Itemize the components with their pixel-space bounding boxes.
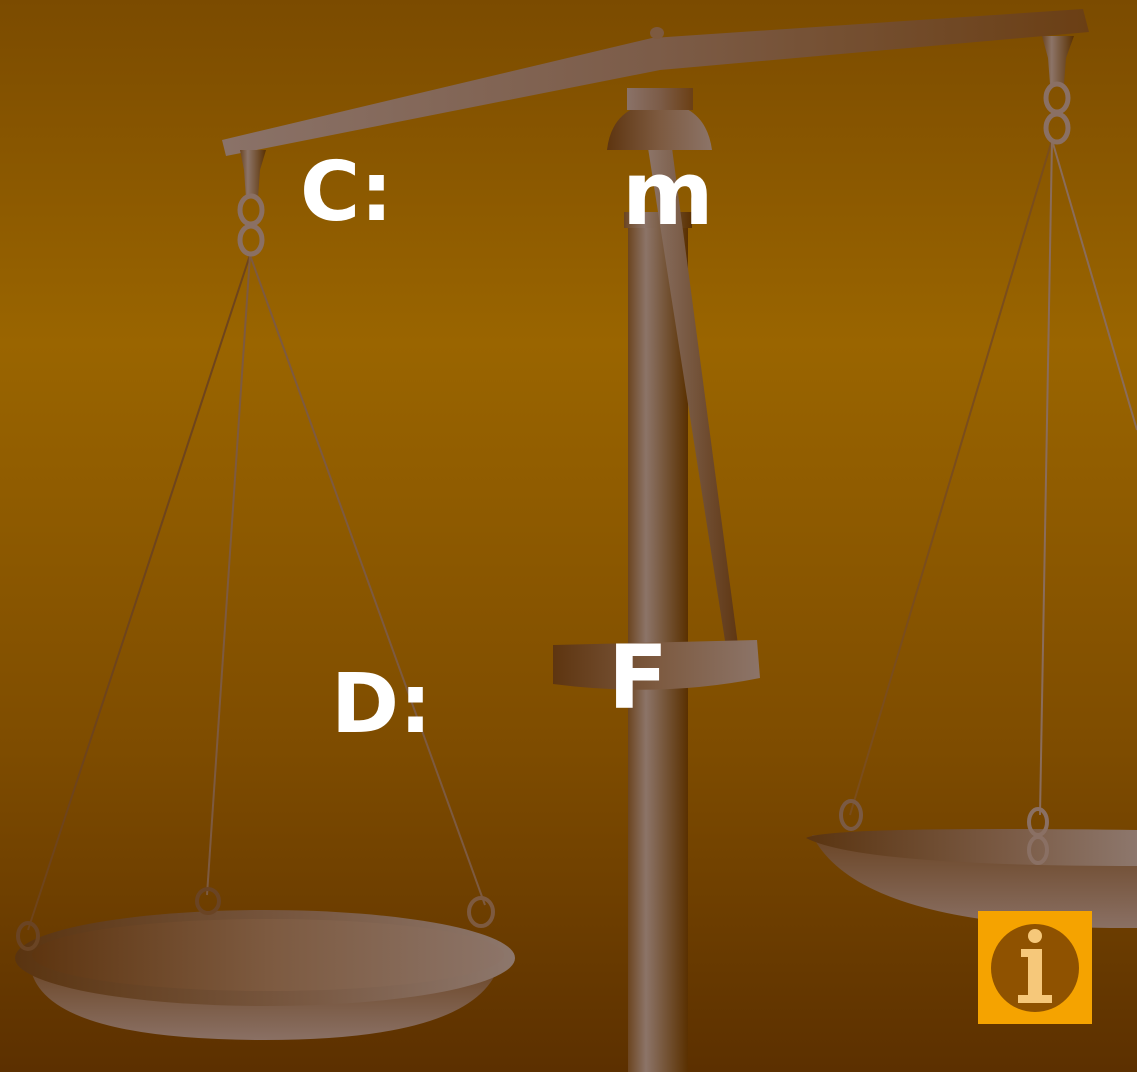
info-button[interactable] xyxy=(978,911,1092,1024)
label-m: m xyxy=(622,142,714,245)
left-pan-chains xyxy=(27,254,486,931)
scale-pivot xyxy=(607,102,712,150)
label-c: C: xyxy=(300,145,393,240)
info-icon xyxy=(978,911,1092,1024)
right-hanger xyxy=(1042,36,1074,145)
label-f: F xyxy=(608,626,669,729)
left-hanger xyxy=(237,150,266,257)
label-d: D: xyxy=(331,657,432,752)
scale-crossbar xyxy=(553,640,760,690)
left-pan xyxy=(15,887,515,1040)
scale-beam xyxy=(222,9,1089,156)
scale-needle xyxy=(648,148,740,660)
right-pan xyxy=(806,139,1137,929)
